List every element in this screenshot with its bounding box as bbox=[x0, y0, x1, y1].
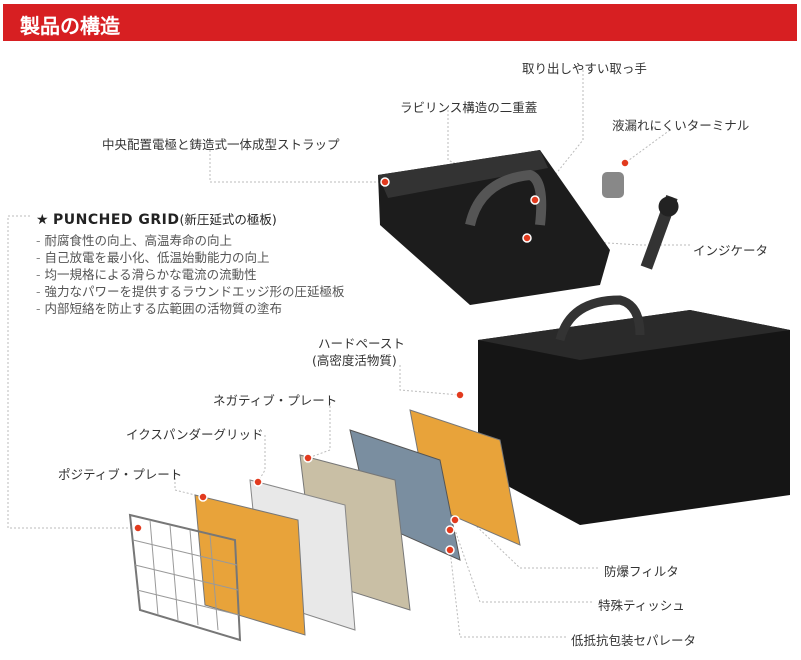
list-item: 自己放電を最小化、低温始動能力の向上 bbox=[36, 249, 345, 266]
label-special-tissue: 特殊ティッシュ bbox=[598, 598, 685, 613]
features-heading: PUNCHED GRID bbox=[53, 212, 180, 228]
indicator-part bbox=[640, 195, 679, 270]
list-item: 内部短絡を防止する広範囲の活物質の塗布 bbox=[36, 300, 345, 317]
battery-lid bbox=[378, 150, 610, 305]
label-separator: 低抵抗包装セパレータ bbox=[571, 633, 697, 648]
label-explosion-filter: 防爆フィルタ bbox=[604, 564, 679, 579]
label-expander-grid: イクスパンダーグリッド bbox=[126, 427, 264, 442]
list-item: 均一規格による滑らかな電流の流動性 bbox=[36, 266, 345, 283]
label-indicator: インジケータ bbox=[693, 243, 769, 258]
list-item: 耐腐食性の向上、高温寿命の向上 bbox=[36, 232, 345, 249]
features-list: 耐腐食性の向上、高温寿命の向上 自己放電を最小化、低温始動能力の向上 均一規格に… bbox=[36, 232, 345, 317]
punched-grid-features: ★ PUNCHED GRID(新圧延式の極板) 耐腐食性の向上、高温寿命の向上 … bbox=[36, 209, 345, 317]
terminal-part bbox=[602, 172, 624, 198]
label-handle: 取り出しやすい取っ手 bbox=[522, 61, 647, 76]
label-hard-paste: ハードペースト bbox=[318, 336, 405, 351]
features-subtitle: (新圧延式の極板) bbox=[179, 212, 277, 227]
label-negative-plate: ネガティブ・プレート bbox=[213, 393, 338, 408]
plates bbox=[128, 409, 521, 642]
list-item: 強力なパワーを提供するラウンドエッジ形の圧延極板 bbox=[36, 283, 344, 300]
label-strap: 中央配置電極と鋳造式一体成型ストラップ bbox=[102, 137, 340, 152]
page-title: 製品の構造 bbox=[20, 14, 120, 38]
markers bbox=[133, 158, 630, 555]
label-hard-paste-sub: (高密度活物質) bbox=[312, 353, 397, 368]
label-terminal: 液漏れにくいターミナル bbox=[612, 118, 750, 133]
header-bar: 製品の構造 bbox=[3, 4, 797, 41]
label-positive-plate: ポジティブ・プレート bbox=[58, 467, 183, 482]
label-labyrinth-lid: ラビリンス構造の二重蓋 bbox=[400, 100, 538, 115]
battery-case bbox=[478, 295, 790, 525]
star-icon: ★ bbox=[36, 212, 49, 228]
features-title: ★ PUNCHED GRID(新圧延式の極板) bbox=[36, 209, 345, 228]
handle bbox=[465, 169, 547, 227]
